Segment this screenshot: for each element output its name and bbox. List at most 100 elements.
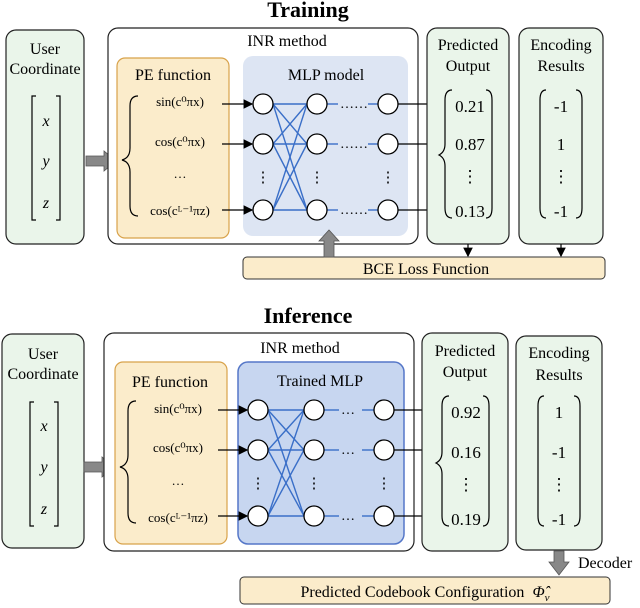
- user-label-line2: Coordinate: [9, 61, 80, 78]
- pred-value-2: 0.16: [451, 443, 481, 462]
- inference-pe-box: [114, 361, 228, 545]
- neuron-ellipsis: ⋮: [256, 170, 271, 186]
- enc-label-line2: Results: [535, 367, 582, 384]
- enc-value-ellipsis: ⋮: [551, 475, 568, 494]
- neuron-ellipsis: ⋮: [381, 170, 396, 186]
- pred-label-line1: Predicted: [435, 343, 495, 360]
- pred-value-4: 0.19: [451, 510, 481, 529]
- neuron-ellipsis: ⋮: [307, 476, 322, 492]
- pred-value-1: 0.21: [455, 97, 485, 116]
- pe-formula-1: sin(c⁰πx): [154, 401, 202, 416]
- neuron: [252, 199, 274, 221]
- mlp-hidden-dots: ……: [340, 137, 368, 152]
- var-x: x: [39, 418, 47, 435]
- pe-formula-1: sin(c⁰πx): [156, 94, 204, 109]
- training-title: Training: [267, 0, 349, 22]
- mlp-connection: [272, 103, 308, 145]
- pred-bracket-right: [482, 395, 490, 527]
- pe-brace: [119, 400, 137, 524]
- pe-brace: [121, 95, 139, 217]
- enc-value-2: -1: [552, 443, 566, 462]
- neuron: [306, 199, 328, 221]
- inference-inr-label: INR method: [260, 340, 340, 357]
- enc-label-line1: Encoding: [530, 37, 591, 54]
- pred-value-ellipsis: ⋮: [462, 167, 479, 186]
- neuron: [373, 439, 395, 461]
- var-y: y: [40, 153, 50, 170]
- enc-bracket-left: [537, 395, 545, 527]
- var-z: z: [40, 501, 48, 518]
- pred-value-2: 0.87: [455, 135, 485, 154]
- enc-value-1: -1: [554, 97, 568, 116]
- var-x: x: [41, 113, 49, 130]
- user-label-line1: User: [28, 346, 59, 363]
- inference-network: ………⋮⋮⋮: [218, 399, 436, 527]
- vector-bracket-left: [29, 401, 34, 527]
- neuron: [306, 133, 328, 155]
- loss-box: [242, 256, 606, 280]
- mlp-hidden-dots: …: [341, 403, 355, 418]
- pred-brace: [437, 89, 453, 219]
- mlp-connection: [267, 409, 305, 451]
- vector-bracket-right: [56, 95, 61, 221]
- neuron: [373, 505, 395, 527]
- vector-bracket-left: [31, 95, 36, 221]
- enc-bracket-right: [573, 395, 581, 527]
- mlp-hidden-dots: …: [341, 443, 355, 458]
- pred-label-line2: Output: [443, 364, 488, 381]
- enc-value-4: -1: [552, 510, 566, 529]
- mlp-hidden-dots: …: [341, 509, 355, 524]
- mlp-hidden-dots: ……: [340, 97, 368, 112]
- user-label-line1: User: [30, 41, 61, 58]
- mlp-connection: [272, 143, 308, 211]
- enc-value-1: 1: [555, 403, 564, 422]
- neuron: [377, 93, 399, 115]
- pred-value-1: 0.92: [451, 403, 481, 422]
- training-pe-label: PE function: [135, 67, 211, 84]
- neuron: [252, 93, 274, 115]
- neuron: [373, 399, 395, 421]
- neuron-ellipsis: ⋮: [251, 476, 266, 492]
- enc-bracket-left: [539, 89, 547, 219]
- pred-bracket-right: [485, 89, 493, 219]
- codebook-text: Predicted Codebook Configuration: [300, 584, 524, 601]
- enc-value-ellipsis: ⋮: [553, 167, 570, 186]
- decoder-label: Decoder: [578, 555, 633, 572]
- training-pe-box: [116, 57, 230, 239]
- decoder-arrow: [548, 550, 570, 576]
- enc-label-line2: Results: [537, 58, 584, 75]
- inference-pe-label: PE function: [132, 374, 208, 391]
- pe-formula-ellipsis: …: [174, 166, 187, 181]
- neuron-ellipsis: ⋮: [310, 170, 325, 186]
- pe-formula-2: cos(c⁰πx): [155, 134, 205, 149]
- neuron: [306, 93, 328, 115]
- neuron: [303, 399, 325, 421]
- pe-formula-2: cos(c⁰πx): [153, 440, 203, 455]
- neuron: [377, 199, 399, 221]
- pred-value-4: 0.13: [455, 202, 485, 221]
- loss-to-mlp-arrow: [318, 229, 340, 258]
- neuron: [247, 399, 269, 421]
- inference-user-coordinate-panel: User Coordinate x y z: [1, 333, 85, 549]
- neuron: [247, 505, 269, 527]
- neuron: [377, 133, 399, 155]
- pred-brace: [434, 395, 450, 527]
- neuron: [303, 439, 325, 461]
- codebook-box: [239, 576, 611, 605]
- mlp-hidden-dots: ……: [340, 203, 368, 218]
- var-z: z: [42, 195, 50, 212]
- pe-formula-4: cos(cᴸ⁻¹πz): [148, 510, 208, 525]
- training-inr-label: INR method: [247, 33, 327, 50]
- mlp-connection: [272, 103, 308, 211]
- codebook-subscript: v: [545, 592, 550, 604]
- neuron: [303, 505, 325, 527]
- pe-formula-4: cos(cᴸ⁻¹πz): [150, 203, 210, 218]
- training-user-coordinate-panel: User Coordinate x y z: [5, 29, 85, 245]
- neuron: [252, 133, 274, 155]
- enc-label-line1: Encoding: [528, 345, 589, 362]
- inference-mlp-label: Trained MLP: [277, 373, 363, 390]
- mlp-connection: [267, 449, 305, 517]
- loss-label: BCE Loss Function: [363, 261, 489, 278]
- inference-title: Inference: [264, 303, 353, 328]
- enc-value-2: 1: [557, 135, 566, 154]
